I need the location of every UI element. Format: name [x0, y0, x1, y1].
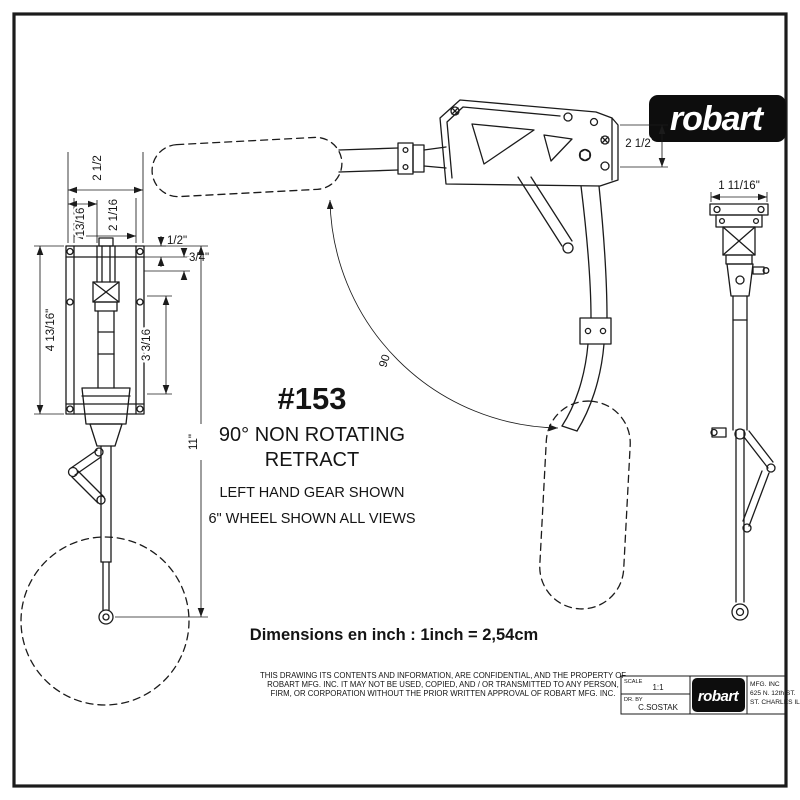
dim-front-offset-small: 13/16: [75, 208, 87, 237]
address-line-2: ST. CHARLES IL.: [750, 699, 800, 706]
part-number: #153: [278, 381, 347, 416]
side-cylinder: [722, 226, 756, 265]
front-axle: [98, 609, 114, 625]
dimensions-note: Dimensions en inch : 1inch = 2,54cm: [250, 626, 538, 644]
top-view: [151, 99, 631, 610]
dim-side-overall-width: 1 11/16": [718, 180, 760, 192]
robart-logo-text: robart: [670, 100, 765, 138]
front-torque-link: [67, 447, 106, 505]
front-oleo-strut: [100, 445, 112, 611]
scale-value: 1:1: [652, 683, 664, 692]
note-left-hand-gear: LEFT HAND GEAR SHOWN: [219, 485, 404, 501]
title-block-logo-text: robart: [698, 688, 740, 705]
top-view-wheel-extended-outline: [539, 400, 631, 610]
top-view-drag-link: [517, 176, 574, 254]
front-wheel-outline: [20, 536, 190, 706]
front-strut-cylinder: [92, 237, 120, 389]
confidentiality-note: THIS DRAWING ITS CONTENTS AND INFORMATIO…: [260, 671, 626, 698]
confidential-line-3: FIRM, OR CORPORATION WITHOUT THE PRIOR W…: [271, 689, 616, 698]
title-block: SCALE 1:1 DR. BY C.SOSTAK robart MFG. IN…: [620, 675, 800, 715]
top-view-retract-mechanism: [439, 99, 619, 187]
dim-front-width-inner: 2 1/16: [108, 199, 120, 231]
swing-arc: [326, 199, 559, 432]
front-view-dimensions: 2 1/2 2 1/16 13/16 1/2" 3/4" 4 13/16" 3 …: [34, 152, 211, 618]
dim-front-inner-height: 3 3/16: [141, 329, 153, 361]
dim-swing-angle: 90: [377, 353, 392, 369]
side-view: [709, 203, 776, 621]
address-line-1: 625 N. 12th ST.: [750, 690, 796, 697]
top-view-wheel-retracted-outline: [151, 136, 343, 198]
scale-label: SCALE: [624, 679, 643, 685]
sheet-border: [12, 12, 788, 788]
side-trunnion: [726, 263, 770, 297]
dim-front-bracket-height: 4 13/16": [45, 309, 57, 351]
front-view: [20, 237, 190, 706]
top-view-axle-tube: [338, 142, 447, 175]
dim-front-overall-height: 11": [188, 434, 200, 450]
top-view-strut-extended: [561, 185, 612, 432]
confidential-line-1: THIS DRAWING ITS CONTENTS AND INFORMATIO…: [260, 671, 626, 680]
title-line1: 90° NON ROTATING: [219, 424, 405, 446]
front-trunnion: [81, 387, 131, 447]
title-block-logo-background: [692, 678, 745, 712]
note-wheel-shown: 6" WHEEL SHOWN ALL VIEWS: [208, 511, 415, 527]
dim-top-mechanism-height: 2 1/2: [625, 138, 651, 150]
company-name: MFG. INC: [750, 681, 780, 688]
side-mount-bracket: [709, 203, 769, 228]
confidential-line-2: ROBART MFG. INC. IT MAY NOT BE USED, COP…: [267, 680, 619, 689]
dim-front-offset-three-quarter: 3/4": [189, 252, 209, 264]
dim-front-width-outer: 2 1/2: [92, 155, 104, 181]
dim-front-offset-half: 1/2": [167, 235, 187, 247]
front-mounting-bracket: [65, 245, 145, 415]
side-view-dimensions: 1 11/16": [710, 178, 768, 202]
title-line2: RETRACT: [265, 449, 359, 471]
drawn-by-value: C.SOSTAK: [638, 703, 679, 712]
side-strut: [732, 295, 748, 603]
side-torque-link: [710, 427, 776, 533]
drawing-title: #153 90° NON ROTATING RETRACT LEFT HAND …: [208, 381, 415, 527]
robart-logo-background: [649, 95, 786, 142]
side-axle: [731, 603, 749, 621]
drawn-by-label: DR. BY: [624, 697, 643, 703]
robart-logo: robart: [649, 95, 786, 142]
